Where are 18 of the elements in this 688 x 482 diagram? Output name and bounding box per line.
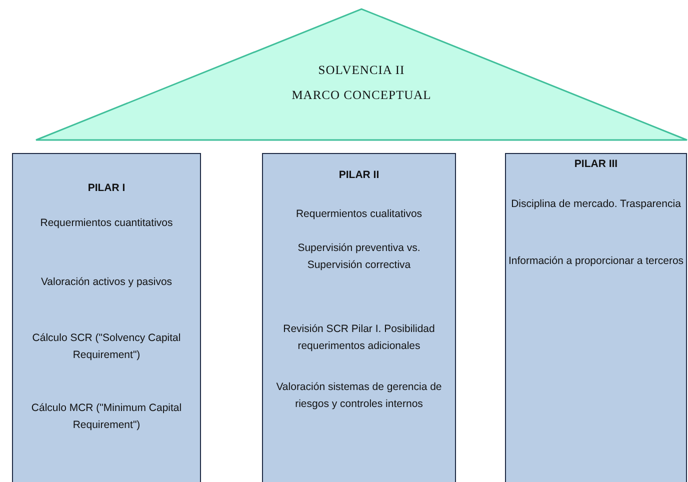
requirement-text: Supervisión preventiva vs. Supervisión correctiva [296, 241, 422, 273]
requirement-text: Requermientos cualitativos [294, 207, 424, 222]
pillar-box [262, 153, 456, 482]
pillar-title: PILAR I [86, 181, 126, 196]
requirement-text: Cálculo MCR ("Minimum Capital Requirement") [30, 401, 183, 433]
pillar-box [505, 153, 687, 482]
roof-title: SOLVENCIA II [317, 63, 406, 78]
requirement-text: Valoración activos y pasivos [40, 275, 174, 290]
pillar-box [12, 153, 201, 482]
requirement-text: Disciplina de mercado. Trasparencia [510, 197, 682, 212]
roof-title: MARCO CONCEPTUAL [290, 88, 432, 103]
requirement-text: Información a proporcionar a terceros [508, 254, 684, 269]
pillar-title: PILAR III [573, 157, 619, 172]
requirement-text: Requermientos cuantitativos [39, 216, 174, 231]
requirement-text: Cálculo SCR ("Solvency Capital Requirement") [31, 331, 182, 363]
requirement-text: Valoración sistemas de gerencia de riesgos y controles internos [275, 380, 443, 412]
pillar-title: PILAR II [338, 168, 380, 183]
requirement-text: Revisión SCR Pilar I. Posibilidad requerimentos adicionales [282, 322, 436, 354]
